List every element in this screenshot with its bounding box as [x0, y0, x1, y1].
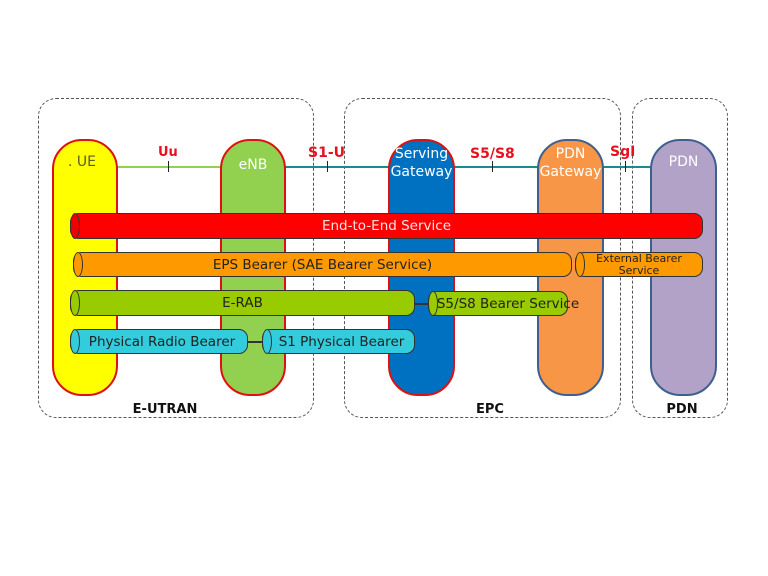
bearer-label-s5s8: S5/S8 Bearer Service [436, 295, 580, 312]
link-uu [116, 166, 224, 168]
node-label-pgw-1: PDN [555, 146, 586, 162]
pipe-cap-icon [70, 213, 80, 239]
link-s5s8 [455, 166, 541, 168]
node-label-pdn: PDN [668, 154, 699, 170]
bearer-label-erab: E-RAB [222, 295, 263, 311]
connector-erab-s5s8 [415, 303, 429, 305]
bearer-s5s8[interactable]: S5/S8 Bearer Service [428, 291, 579, 316]
pipe-cap-icon [262, 329, 272, 354]
interface-label-s1u: S1-U [308, 145, 346, 161]
region-label-epc: EPC [476, 402, 504, 417]
link-s1u [268, 166, 392, 168]
bearer-label-physical-radio: Physical Radio Bearer [88, 333, 236, 350]
interface-label-uu: Uu [158, 145, 178, 160]
bearer-eps[interactable]: EPS Bearer (SAE Bearer Service) [73, 252, 572, 277]
bearer-label-external-1: External Bearer [596, 251, 682, 265]
bearer-label-eps: EPS Bearer (SAE Bearer Service) [212, 256, 433, 273]
pipe-cap-icon [70, 329, 80, 354]
bearer-label-end-to-end: End-to-End Service [321, 218, 452, 234]
node-label-sgw-2: Gateway [390, 164, 453, 180]
connector-radio-s1 [248, 341, 262, 343]
node-label-enb: eNB [238, 157, 268, 173]
bearer-s1-physical[interactable]: S1 Physical Bearer [262, 329, 415, 354]
interface-label-s5s8: S5/S8 [470, 146, 515, 162]
bearer-label-s1-physical: S1 Physical Bearer [278, 333, 405, 350]
region-label-eutran: E-UTRAN [132, 402, 198, 417]
tick-s5s8 [492, 161, 493, 172]
bearer-physical-radio[interactable]: Physical Radio Bearer [70, 329, 248, 354]
link-sgi [600, 166, 654, 168]
tick-sgi [625, 161, 626, 172]
tick-s1u [327, 161, 328, 172]
bearer-label-external-2: Service [618, 263, 660, 277]
bearer-erab[interactable]: E-RAB [70, 290, 415, 316]
pipe-cap-icon [575, 252, 585, 277]
region-label-pdn: PDN [666, 402, 698, 417]
node-label-sgw-1: Serving [394, 146, 449, 162]
node-label-ue: . UE [68, 154, 96, 170]
pipe-cap-icon [73, 252, 83, 277]
bearer-end-to-end[interactable]: End-to-End Service [70, 213, 703, 239]
bearer-external[interactable]: External Bearer Service [575, 252, 703, 277]
tick-uu [168, 161, 169, 172]
pipe-cap-icon [428, 291, 438, 316]
node-label-pgw-2: Gateway [539, 164, 602, 180]
interface-label-sgi: SgI [610, 144, 636, 160]
pipe-cap-icon [70, 290, 80, 316]
